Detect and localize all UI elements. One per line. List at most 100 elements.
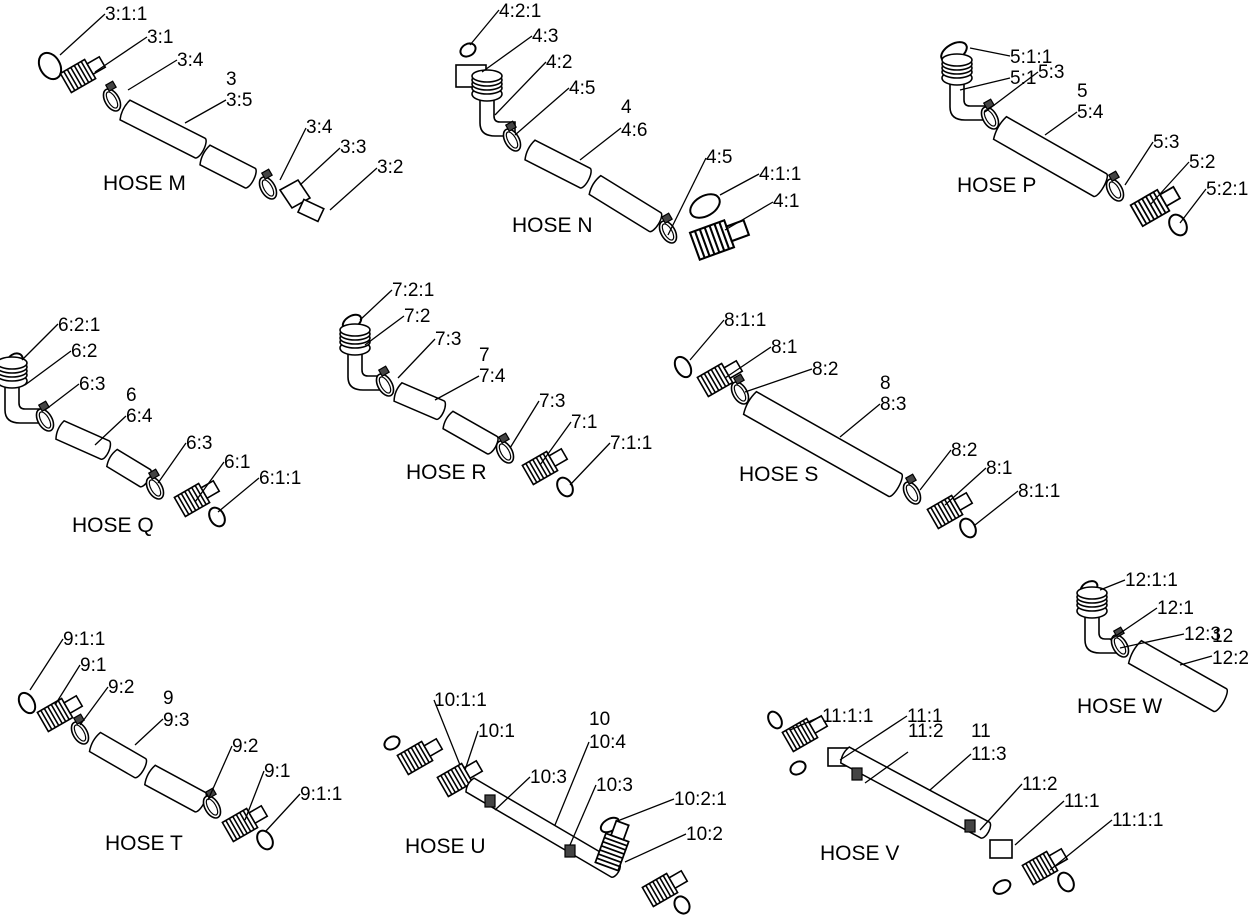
leader-line: [207, 745, 233, 801]
part-callout: 6:1:1: [259, 468, 301, 489]
leader-line: [299, 147, 341, 186]
part-callout: 10:3: [596, 775, 633, 796]
assembly-v-parts: [767, 710, 1075, 895]
part-callout: 5:3: [1038, 62, 1064, 83]
part-callout: 9:1: [264, 761, 290, 782]
assembly-title: HOSE W: [1077, 695, 1162, 718]
elbow-fitting: [0, 356, 41, 424]
part-callout: 3: [226, 69, 237, 90]
drawing-layer: [0, 9, 1229, 915]
part-callout: 8:1:1: [1018, 481, 1060, 502]
hose-clamp: [730, 373, 750, 405]
part-callout: 11:1:1: [822, 706, 873, 727]
part-callout: 7:2: [404, 306, 430, 327]
hose-fitting: [221, 804, 269, 843]
assembly-t-parts: [17, 691, 274, 851]
hose-clamp: [980, 98, 1000, 130]
part-callout: 11:1:1: [1112, 810, 1163, 831]
part-callout: 8:1: [771, 337, 797, 358]
assembly-title: HOSE M: [103, 172, 186, 195]
assembly-title: HOSE N: [512, 214, 593, 237]
hose-segment: [88, 731, 148, 779]
part-callout: 10:3: [530, 767, 567, 788]
o-ring: [256, 829, 274, 851]
part-callout: 4:2: [546, 52, 572, 73]
o-ring: [383, 735, 401, 751]
hose-clamp: [145, 468, 165, 500]
leader-line: [1149, 161, 1190, 206]
tee-clamp: [484, 794, 496, 808]
part-callout: 3:4: [177, 50, 204, 71]
part-callout: 11:1: [1064, 791, 1100, 812]
hose-clamp: [70, 713, 90, 745]
part-callout: 3:3: [340, 137, 366, 158]
assembly-title: HOSE V: [820, 842, 899, 865]
part-callout: 4:5: [569, 78, 595, 99]
assembly-q-parts: [0, 352, 226, 528]
part-callout: 4:6: [621, 120, 647, 141]
part-callout: 4:1:1: [759, 164, 801, 185]
part-callout: 8:2: [812, 359, 838, 380]
hose-segment: [588, 174, 663, 233]
leader-line: [789, 715, 823, 731]
part-callout: 7:3: [539, 391, 565, 412]
leader-line: [397, 338, 436, 379]
leader-line: [494, 61, 547, 116]
leader-line: [579, 127, 622, 161]
part-callout: 8:1:1: [724, 310, 766, 331]
tee-clamp: [851, 767, 863, 781]
hose-segment: [199, 144, 257, 189]
part-callout: 8:2: [951, 440, 977, 461]
leader-line: [1179, 655, 1213, 666]
hose-clamp: [202, 787, 222, 819]
part-callout: 6:2:1: [58, 315, 100, 336]
leader-line: [194, 461, 225, 503]
part-callout: 5:1: [1010, 68, 1036, 89]
leader-line: [969, 47, 1011, 57]
hose-fitting: [521, 447, 569, 486]
leader-line: [979, 783, 1023, 831]
assembly-u-parts: [383, 735, 691, 915]
part-callout: 10:1:1: [434, 690, 487, 711]
hose-clamp: [495, 432, 515, 464]
o-ring: [673, 355, 693, 379]
part-callout: 9: [163, 688, 174, 709]
hose-segment: [119, 99, 207, 159]
o-ring: [208, 506, 226, 528]
hose-fitting: [1021, 847, 1069, 886]
part-callout: 8:1: [986, 458, 1012, 479]
o-ring: [689, 193, 721, 219]
leader-line: [264, 793, 301, 833]
part-callout: 10: [589, 709, 610, 730]
leader-line: [514, 87, 570, 136]
leader-line: [434, 375, 480, 401]
hose-fitting: [436, 759, 484, 798]
part-callout: 11: [971, 721, 991, 742]
leader-line: [1014, 800, 1065, 846]
leader-line: [134, 718, 164, 746]
leader-line: [744, 368, 813, 393]
o-ring: [673, 895, 691, 915]
hose-clamp: [258, 168, 278, 200]
o-ring: [17, 691, 37, 715]
leader-line: [494, 776, 531, 811]
leader-line: [624, 833, 687, 863]
leader-line: [569, 784, 597, 846]
part-callout: 9:1:1: [300, 784, 342, 805]
part-callout: 7:4: [479, 366, 506, 387]
hose-segment: [442, 410, 499, 455]
part-callout: 3:1:1: [105, 4, 147, 25]
hose-fitting: [688, 218, 751, 261]
hose-segment: [393, 381, 447, 421]
leader-line: [59, 13, 106, 56]
part-callout: 9:1:1: [63, 629, 105, 650]
leader-line: [279, 127, 307, 181]
hose-fitting: [396, 737, 444, 776]
leader-line: [94, 36, 148, 73]
hose-segment: [524, 139, 592, 189]
hose-fitting: [594, 819, 630, 872]
part-callout: 5:2:1: [1206, 179, 1248, 200]
hose-fitting: [1129, 185, 1182, 228]
leader-line: [29, 638, 64, 691]
